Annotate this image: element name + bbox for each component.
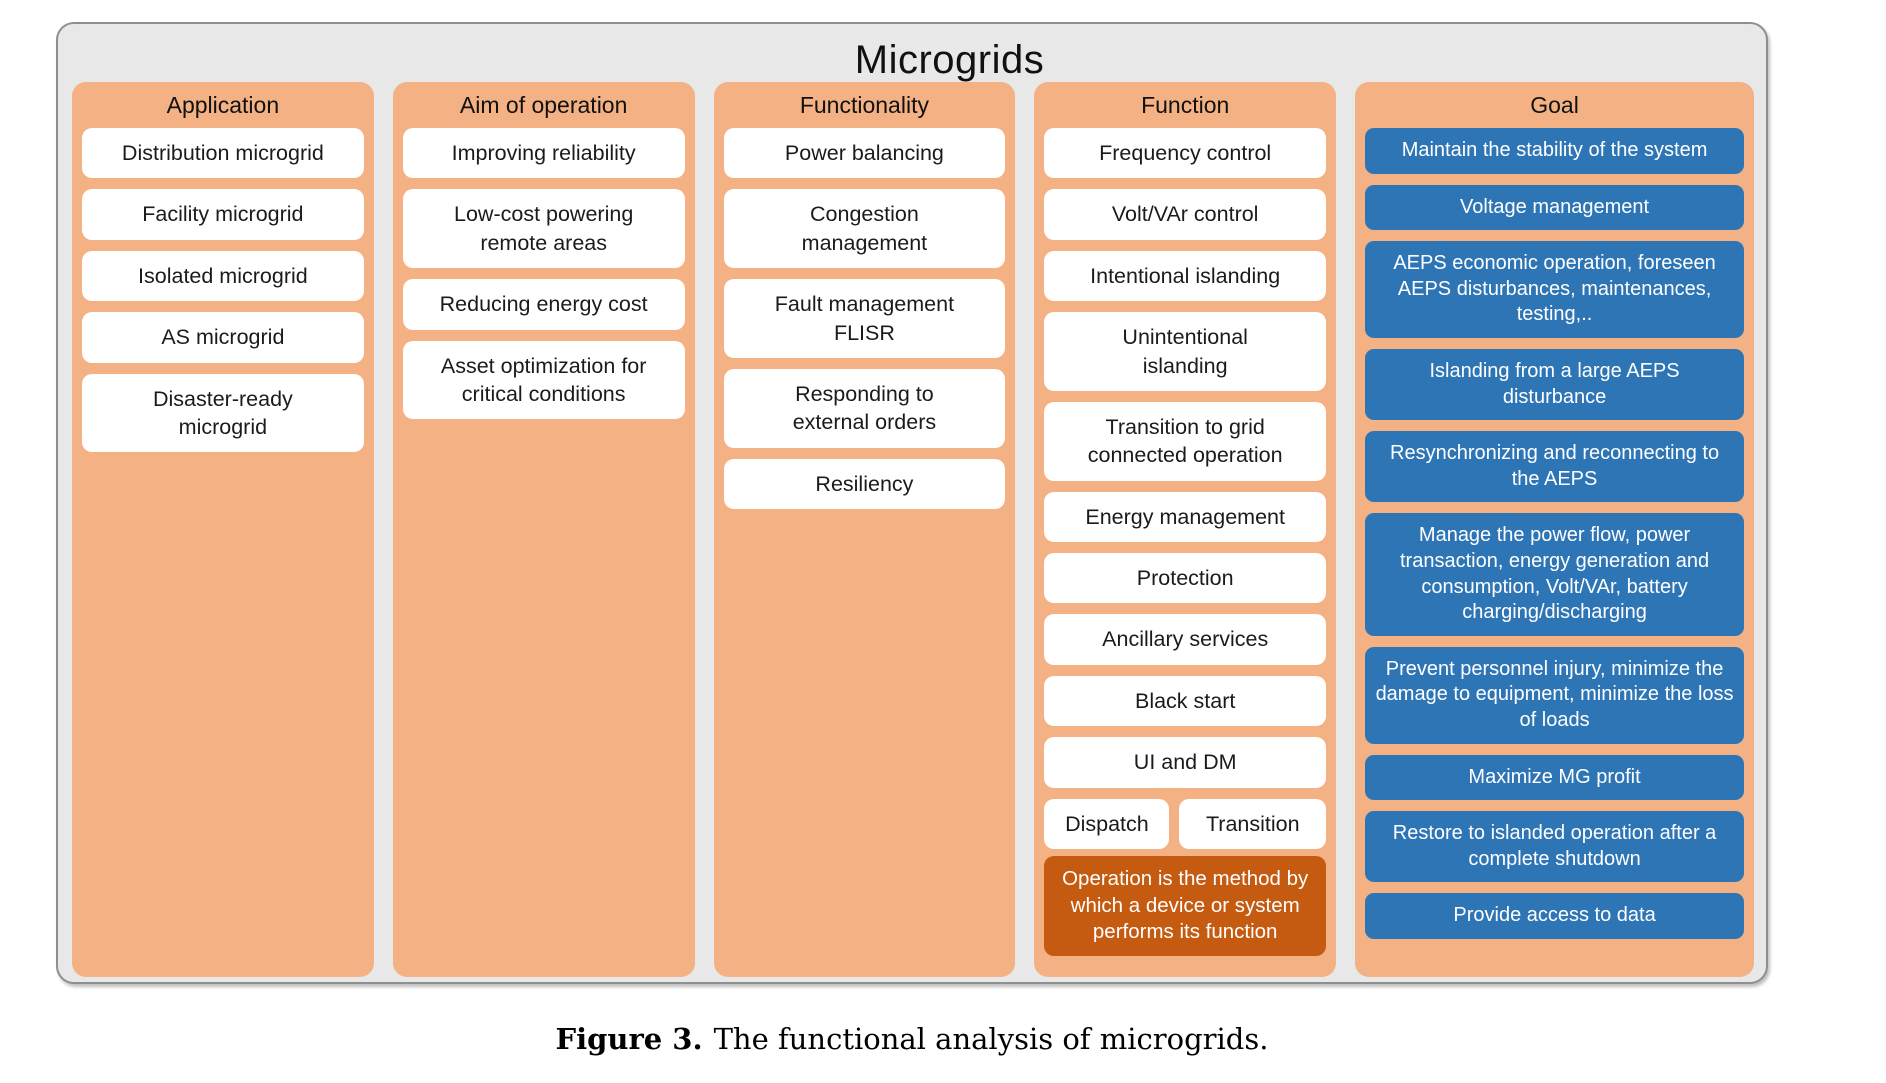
column-header-goal: Goal — [1530, 92, 1579, 118]
operation-pair-row: Dispatch Transition — [1044, 798, 1327, 849]
item-box: Frequency control — [1044, 128, 1327, 179]
operation-definition-note: Operation is the method by which a devic… — [1044, 855, 1327, 956]
item-box: Intentional islanding — [1044, 250, 1327, 302]
item-box: Asset optimization for critical conditio… — [402, 340, 685, 420]
column-header-function: Function — [1141, 92, 1230, 118]
diagram-container: Microgrids Application Distribution micr… — [56, 22, 1768, 984]
figure-caption: Figure 3. The functional analysis of micr… — [56, 1022, 1768, 1056]
item-box: Restore to islanded operation after a co… — [1365, 811, 1745, 883]
item-box: Responding to external orders — [723, 368, 1006, 448]
item-box: Congestion management — [723, 189, 1006, 269]
item-box: Isolated microgrid — [82, 250, 364, 302]
item-box: Voltage management — [1365, 184, 1745, 231]
item-box: Disaster-ready microgrid — [82, 373, 364, 453]
item-box: Manage the power flow, power transaction… — [1365, 513, 1745, 636]
item-box: Prevent personnel injury, minimize the d… — [1365, 646, 1745, 744]
item-box: Fault management FLISR — [723, 279, 1006, 358]
item-box: Provide access to data — [1365, 893, 1745, 939]
item-box-dispatch: Dispatch — [1044, 798, 1170, 849]
item-box: Low-cost powering remote areas — [402, 189, 685, 269]
item-box: Reducing energy cost — [402, 279, 685, 330]
figure-caption-label: Figure 3. — [555, 1022, 703, 1056]
item-box: Resynchronizing and reconnecting to the … — [1365, 431, 1745, 503]
item-box: Black start — [1044, 675, 1327, 727]
item-box: Volt/VAr control — [1044, 189, 1327, 240]
item-box-transition: Transition — [1179, 798, 1327, 849]
column-goal: Goal Maintain the stability of the syste… — [1355, 82, 1755, 977]
item-box: Resiliency — [723, 458, 1006, 509]
item-box: Unintentional islanding — [1044, 312, 1327, 391]
column-header-aim-of-operation: Aim of operation — [459, 92, 628, 118]
item-box: Protection — [1044, 553, 1327, 604]
item-box: AS microgrid — [82, 312, 364, 363]
item-box: Improving reliability — [402, 128, 685, 179]
item-box: Distribution microgrid — [82, 128, 364, 179]
item-box: UI and DM — [1044, 737, 1327, 788]
diagram-title: Microgrids — [854, 38, 1045, 82]
item-box: Facility microgrid — [82, 189, 364, 240]
item-box: Transition to grid connected operation — [1044, 401, 1327, 481]
item-box: AEPS economic operation, foreseen AEPS d… — [1365, 241, 1745, 338]
column-header-application: Application — [166, 92, 280, 118]
figure-caption-text: The functional analysis of microgrids. — [713, 1022, 1269, 1056]
item-box: Power balancing — [723, 128, 1006, 179]
column-header-functionality: Functionality — [799, 92, 929, 118]
item-box: Maximize MG profit — [1365, 754, 1745, 801]
item-box: Maintain the stability of the system — [1365, 128, 1745, 174]
item-box: Islanding from a large AEPS disturbance — [1365, 348, 1745, 421]
item-box: Ancillary services — [1044, 614, 1327, 665]
item-box: Energy management — [1044, 491, 1327, 542]
